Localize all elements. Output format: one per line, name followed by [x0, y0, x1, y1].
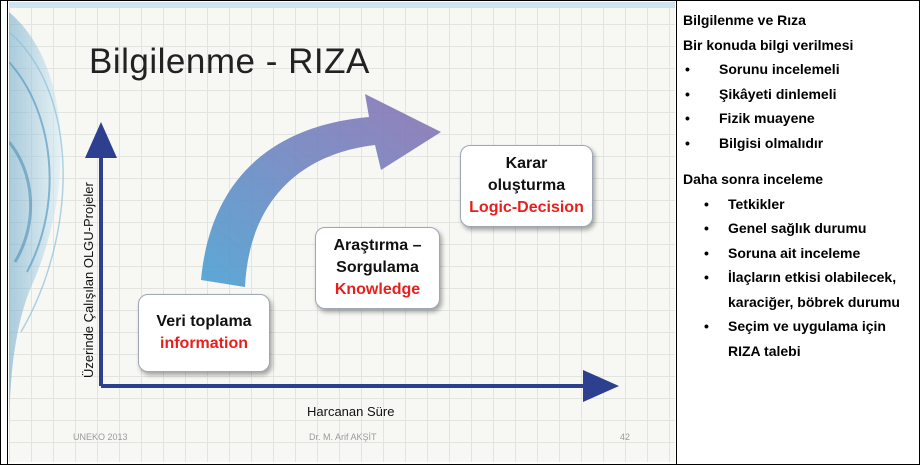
- footer-author: Dr. M. Arif AKŞİT: [309, 432, 377, 442]
- notes-heading: Bilgilenme ve Rıza: [683, 12, 806, 28]
- y-axis-label: Üzerinde Çalışılan OLGU-Projeler: [81, 182, 96, 378]
- list-item: Soruna ait inceleme: [683, 241, 913, 266]
- growth-arrow: [201, 94, 441, 287]
- slide-title: Bilgilenme - RIZA: [89, 42, 370, 81]
- footer-left: UNEKO 2013: [73, 432, 128, 442]
- notes-list-2: Tetkikler Genel sağlık durumu Soruna ait…: [683, 192, 913, 364]
- step-box-keyword: information: [160, 335, 248, 352]
- step-box-arastirma: Araştırma – Sorgulama Knowledge: [315, 227, 440, 309]
- table-column-divider: [676, 0, 677, 465]
- decorative-swirl: [9, 12, 64, 442]
- list-item: Sorunu incelemeli: [683, 57, 913, 82]
- slide-top-strip: [9, 2, 675, 8]
- list-item: Seçim ve uygulama için RIZA talebi: [683, 314, 913, 363]
- list-item: İlaçların etkisi olabilecek, karaciğer, …: [683, 265, 913, 314]
- step-box-label-2: Sorgulama: [336, 259, 419, 276]
- x-axis-label: Harcanan Süre: [307, 404, 395, 419]
- step-box-label: Veri toplama: [156, 313, 252, 330]
- notes-column: Bilgilenme ve Rıza Bir konuda bilgi veri…: [683, 8, 913, 363]
- table-left-border: [7, 0, 8, 465]
- list-item: Genel sağlık durumu: [683, 216, 913, 241]
- list-item: Bilgisi olmalıdır: [683, 131, 913, 156]
- list-item: Şikâyeti dinlemeli: [683, 82, 913, 107]
- notes-list-1: Sorunu incelemeli Şikâyeti dinlemeli Fiz…: [683, 57, 913, 155]
- step-box-keyword: Logic-Decision: [469, 199, 584, 216]
- list-item: Tetkikler: [683, 192, 913, 217]
- step-box-veri-toplama: Veri toplama information: [138, 294, 270, 372]
- step-box-label: Araştırma –: [333, 237, 422, 254]
- process-diagram: [85, 94, 619, 402]
- slide-image: Bilgilenme - RIZA Veri toplama informati…: [9, 2, 675, 462]
- step-box-label-2: oluşturma: [487, 177, 566, 194]
- step-box-karar: Karar oluşturma Logic-Decision: [460, 145, 593, 227]
- footer-page-number: 42: [620, 432, 631, 442]
- step-box-label: Karar: [505, 155, 548, 172]
- step-box-keyword: Knowledge: [334, 281, 421, 298]
- notes-heading-2: Daha sonra inceleme: [683, 171, 824, 187]
- list-item: Fizik muayene: [683, 106, 913, 131]
- notes-subheading: Bir konuda bilgi verilmesi: [683, 36, 854, 53]
